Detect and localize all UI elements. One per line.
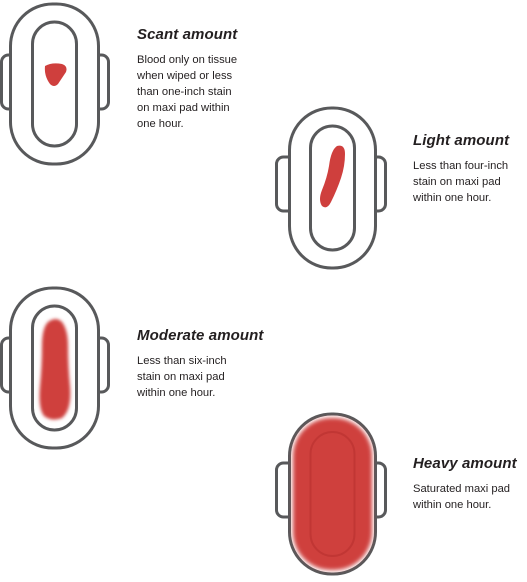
pad-light-illustration <box>275 106 387 270</box>
caption-line: on maxi pad within <box>137 102 230 114</box>
caption-line: Saturated maxi pad <box>413 483 511 495</box>
caption-line: one hour. <box>137 118 184 130</box>
pad-heavy-illustration <box>275 412 387 576</box>
pad-heavy <box>275 412 395 582</box>
caption-line: within one hour. <box>413 192 492 204</box>
pad-inner <box>31 20 78 148</box>
caption-line: Less than six-inch <box>137 355 227 367</box>
caption-title: Scant amount <box>137 26 238 43</box>
caption-heavy: Heavy amount Saturated maxi pad within o… <box>413 455 517 513</box>
stain-heavy <box>293 418 372 570</box>
pad-moderate <box>0 286 120 456</box>
stain-scant <box>44 63 67 86</box>
caption-line: Blood only on tissue <box>137 54 238 66</box>
caption-line: within one hour. <box>413 499 492 511</box>
caption-scant: Scant amount Blood only on tissue when w… <box>137 26 237 132</box>
stain-moderate <box>39 319 71 420</box>
caption-moderate: Moderate amount Less than six-inch stain… <box>137 327 264 401</box>
caption-line: within one hour. <box>137 387 216 399</box>
pad-scant-illustration <box>0 2 110 166</box>
pad-inner <box>309 431 356 557</box>
caption-line: than one-inch stain <box>137 86 232 98</box>
caption-text: Saturated maxi pad within one hour. <box>413 481 517 513</box>
pad-scant <box>0 0 120 170</box>
pad-light <box>275 106 395 276</box>
caption-text: Less than four-inch stain on maxi pad wi… <box>413 158 509 206</box>
stain-light <box>320 145 345 208</box>
caption-text: Less than six-inch stain on maxi pad wit… <box>137 353 264 401</box>
caption-line: stain on maxi pad <box>413 176 501 188</box>
caption-title: Moderate amount <box>137 327 264 344</box>
pad-moderate-illustration <box>0 286 110 450</box>
caption-title: Light amount <box>413 132 510 149</box>
caption-text: Blood only on tissue when wiped or less … <box>137 52 237 132</box>
caption-title: Heavy amount <box>413 455 517 472</box>
pad-inner <box>31 304 78 432</box>
caption-light: Light amount Less than four-inch stain o… <box>413 132 509 206</box>
caption-line: when wiped or less <box>137 70 233 82</box>
caption-line: stain on maxi pad <box>137 371 225 383</box>
pad-inner <box>309 124 356 252</box>
caption-line: Less than four-inch <box>413 160 509 172</box>
